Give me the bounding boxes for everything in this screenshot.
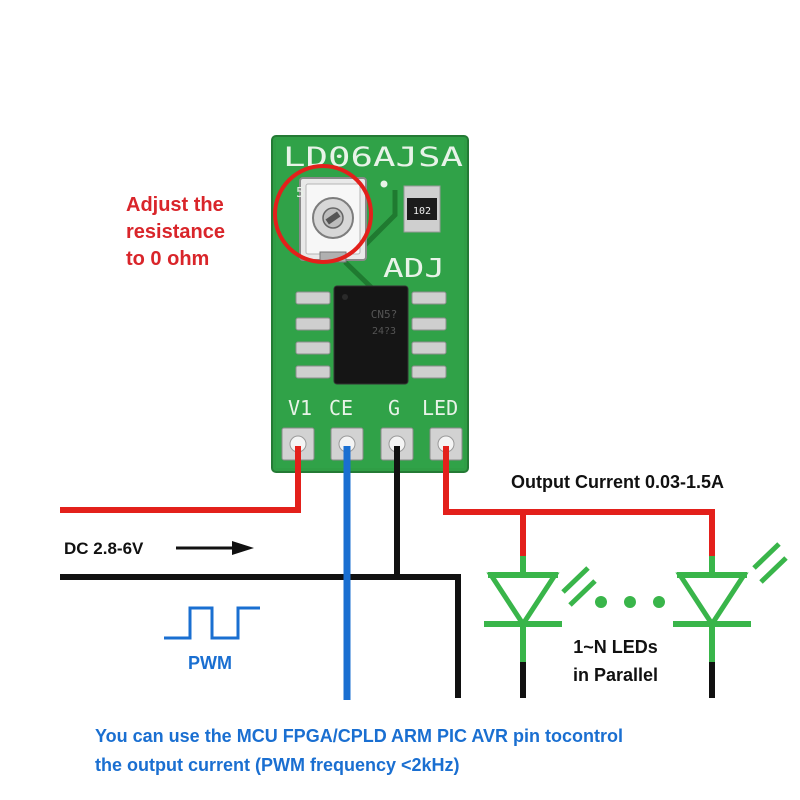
adjust-note-line: to 0 ohm [126,248,210,270]
pot-pin-mark: 5 [296,186,304,201]
pcb-trace [343,260,374,290]
adjust-note-line: resistance [126,221,225,243]
adjust-note-line: Adjust the [126,194,224,216]
mcu-control-note: You can use the MCU FPGA/CPLD ARM PIC AV… [95,722,623,780]
output-current-label: Output Current 0.03-1.5A [511,472,725,492]
smd-resistor: 102 [403,185,441,233]
chip-marking: 24?3 [372,326,396,337]
pin-label-v1: V1 [288,396,312,420]
led-n [673,556,751,698]
led-1 [484,556,562,698]
pcb-trace [358,190,398,252]
solder-pads [281,427,463,461]
pad-led [429,427,463,461]
dc-input-label: DC 2.8-6V [64,539,144,558]
pwm-waveform-icon [164,606,260,640]
led-n-light-rays [752,542,788,584]
resistor-code: 102 [413,206,431,217]
wire-vin [60,446,301,513]
pad-ce [330,427,364,461]
pin-label-led: LED [422,396,458,420]
mcu-note-line: You can use the MCU FPGA/CPLD ARM PIC AV… [95,726,624,746]
driver-chip: CN5? 24?3 [333,285,409,385]
leds-label-line: in Parallel [573,665,659,685]
pin-label-ce: CE [329,396,353,420]
pad-g [380,427,414,461]
pcb-via [380,180,388,188]
wire-ground-bus [60,574,461,698]
adjust-resistance-note: Adjust the resistance to 0 ohm [126,192,225,273]
ellipsis-dots [595,596,665,608]
pad-v1 [281,427,315,461]
mcu-note-line: the output current (PWM frequency <2kHz) [95,755,460,775]
chip-pads [295,291,447,379]
adjust-highlight-circle [273,164,373,264]
led-1-light-rays [561,566,597,607]
led-driver-module: LD06AJSA 5 102 ADJ [271,135,469,473]
wire-led-output [443,446,715,556]
parallel-leds-label: 1~N LEDs in Parallel [573,633,658,689]
adj-silkscreen-label: ADJ [383,254,445,284]
pwm-label: PWM [188,653,232,673]
dc-arrow [176,541,254,555]
pin-label-g: G [388,396,400,420]
leds-label-line: 1~N LEDs [573,637,658,657]
chip-marking: CN5? [371,308,398,321]
